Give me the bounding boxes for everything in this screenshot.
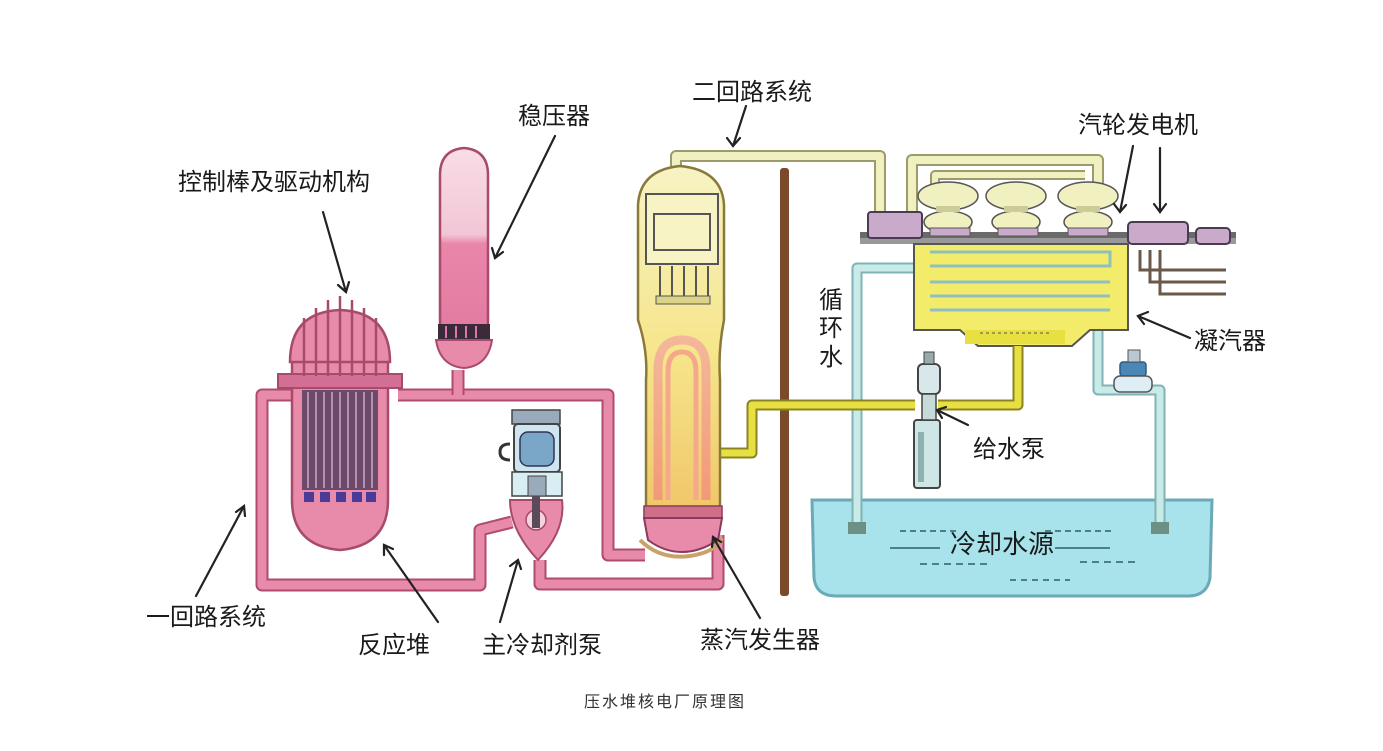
turbine-generator — [860, 181, 1236, 296]
feedwater-pipes — [720, 346, 1024, 459]
main-coolant-pump-label: 主冷却剂泵 — [482, 631, 602, 659]
feed-pump-label: 给水泵 — [973, 435, 1045, 463]
cooling-water-pool — [810, 498, 1214, 598]
diagram-caption: 压水堆核电厂原理图 — [584, 692, 747, 711]
cooling-source-label: 冷却水源 — [950, 530, 1055, 560]
condenser — [913, 243, 1129, 347]
primary-loop-pipes — [255, 370, 725, 592]
steam-generator — [636, 164, 726, 559]
pressurizer-label: 稳压器 — [518, 102, 590, 130]
feed-pump — [913, 351, 941, 489]
primary-loop-label: 一回路系统 — [146, 603, 266, 631]
circulating-water-label: 循环水 — [819, 286, 843, 371]
turbine-generator-label: 汽轮发电机 — [1078, 111, 1198, 139]
reactor-vessel — [277, 296, 403, 552]
cooling-pump — [1113, 349, 1153, 393]
secondary-loop-label: 二回路系统 — [692, 78, 812, 106]
condenser-label: 凝汽器 — [1194, 327, 1266, 355]
pressurizer-vessel — [434, 146, 494, 370]
steam-generator-label: 蒸汽发生器 — [700, 626, 820, 654]
leader-arrows — [194, 104, 1192, 624]
main-coolant-pump — [498, 409, 564, 562]
reactor-label: 反应堆 — [358, 631, 430, 659]
caption-backdrop — [0, 680, 1383, 720]
control-rods-label: 控制棒及驱动机构 — [178, 168, 370, 196]
circulating-water-wall — [780, 168, 789, 596]
